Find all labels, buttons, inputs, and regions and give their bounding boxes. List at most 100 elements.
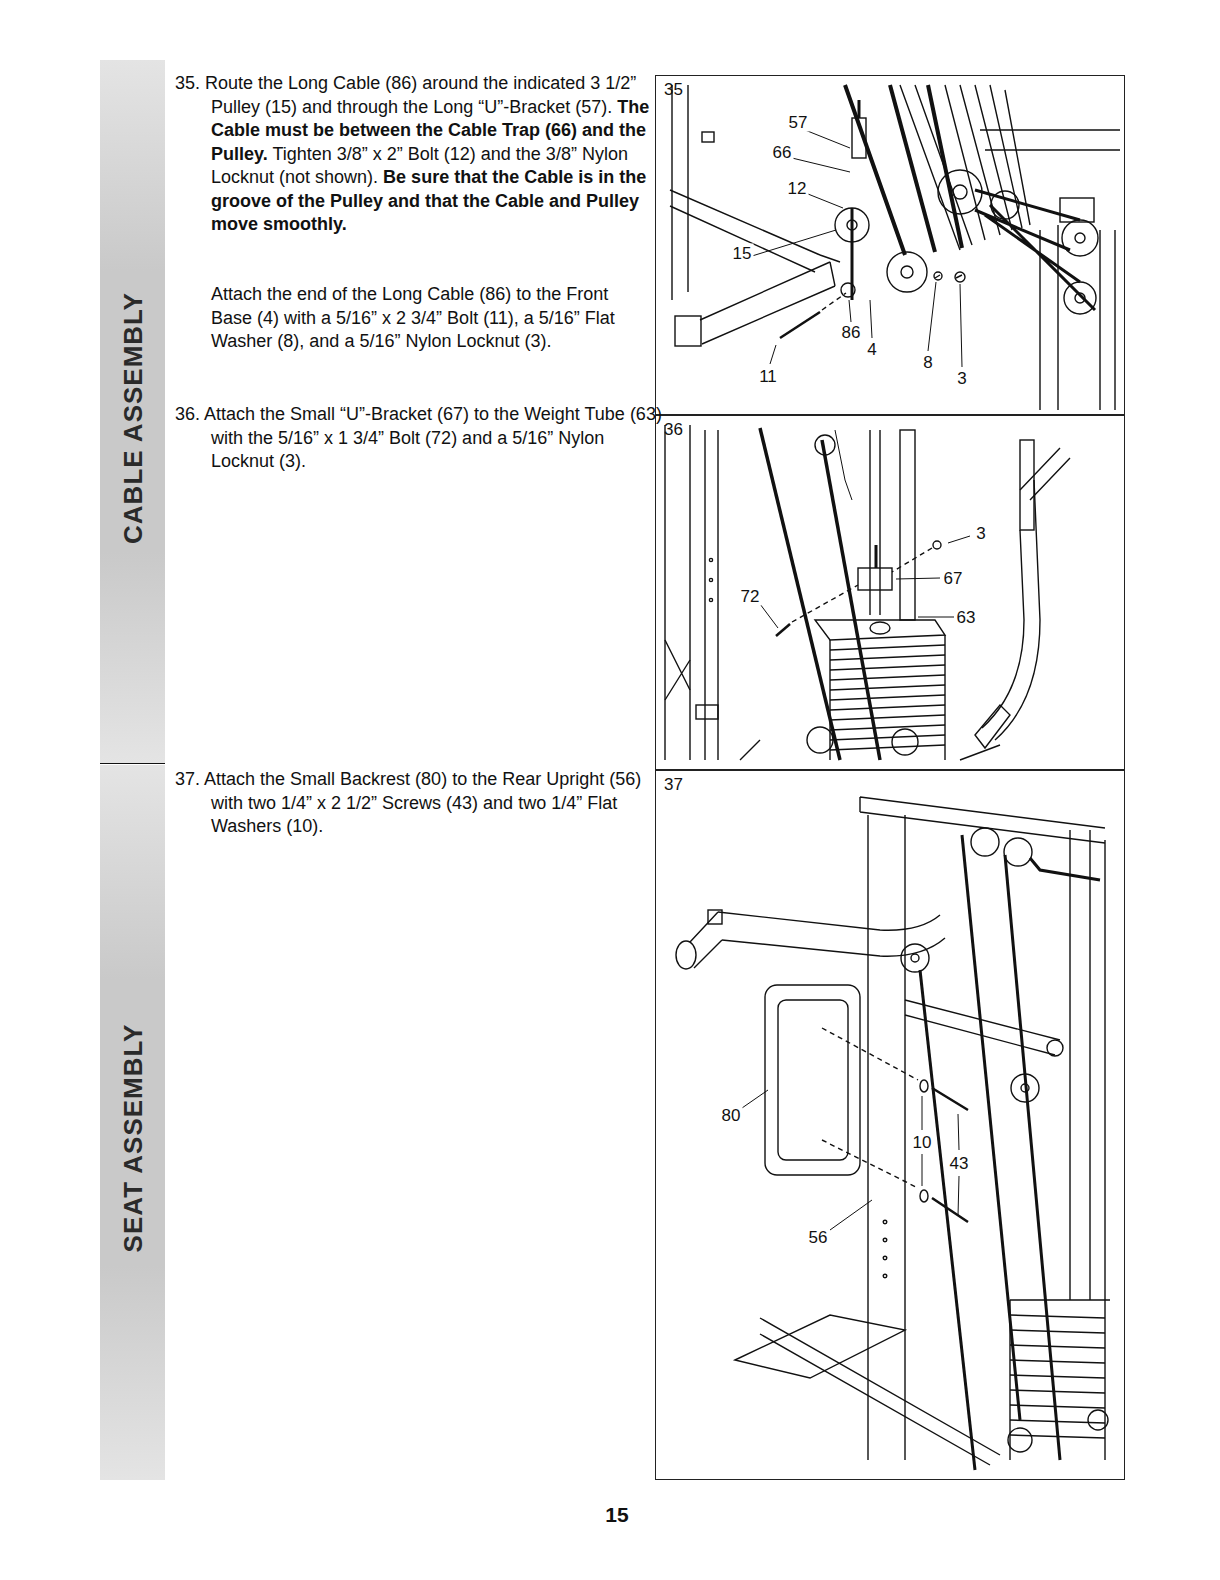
drawing-stroke [815,435,835,455]
drawing-stroke [709,558,712,561]
callout-number: 4 [865,340,878,359]
step-text: 35. Route the Long Cable (86) around the… [175,73,636,117]
drawing-stroke [934,272,942,280]
callout-number: 15 [731,244,754,263]
drawing-stroke [835,430,852,500]
drawing-stroke [1005,855,1060,1460]
drawing-stroke [670,190,820,272]
drawing-stroke [911,954,919,962]
callout-number: 86 [840,323,863,342]
callout-number: 10 [911,1133,934,1152]
drawing-stroke [858,100,861,118]
step-text: Attach the end of the Long Cable (86) to… [211,284,615,351]
drawing-stroke [820,255,840,286]
figure-panel: 36 [655,415,1125,770]
drawing-stroke [892,729,918,755]
instruction-text: 37. Attach the Small Backrest (80) to th… [175,768,663,839]
callout-number: 3 [955,369,968,388]
section-tab: SEAT ASSEMBLY [100,765,165,1480]
callout-number: 3 [974,524,987,543]
drawing-stroke [883,1238,887,1242]
drawing-stroke [982,480,1040,740]
section-title: SEAT ASSEMBLY [117,1024,148,1253]
callout-number: 56 [807,1228,830,1247]
callout-number: 80 [720,1106,743,1125]
callout-number: 67 [942,569,965,588]
drawing-stroke [870,622,890,634]
step-number: 36 [664,420,683,440]
drawing-stroke [975,190,1095,310]
drawing-stroke [696,705,718,719]
drawing-stroke [935,275,962,278]
drawing-stroke [1070,830,1105,1460]
drawing-stroke [709,598,712,601]
drawing-stroke [765,985,860,1175]
drawing-stroke [700,262,835,344]
drawing-stroke [980,130,1120,150]
instruction-text: 35. Route the Long Cable (86) around the… [175,72,663,237]
callout-number: 11 [757,367,779,386]
drawing-stroke [883,1256,887,1260]
drawing-stroke [690,912,722,968]
drawing-stroke [815,620,945,640]
figure-panel: 35 [655,75,1125,415]
drawing-stroke [752,130,962,367]
drawing-stroke [870,430,880,615]
panel-35-drawing [670,85,1120,410]
drawing-stroke [883,1274,887,1278]
drawing-stroke [708,910,722,924]
step-text: 37. Attach the Small Backrest (80) to th… [175,769,641,836]
drawing-stroke [858,568,892,590]
drawing-stroke [920,1080,928,1092]
panel-37-drawing [676,797,1110,1470]
drawing-stroke [920,1190,928,1202]
drawing-stroke [718,912,945,956]
drawing-stroke [1075,233,1085,243]
drawing-stroke [830,645,945,750]
callout-number: 63 [955,608,978,627]
drawing-stroke [1040,225,1115,410]
drawing-stroke [971,828,999,856]
drawing-stroke [1020,440,1034,530]
step-number: 35 [664,80,683,100]
drawing-stroke [920,970,975,1470]
instruction-text: 36. Attach the Small “U”-Bracket (67) to… [175,403,663,474]
drawing-stroke [676,941,696,969]
drawing-stroke [887,252,927,292]
drawing-stroke [901,944,929,972]
drawing-stroke [892,548,932,572]
callout-number: 8 [921,353,934,372]
drawing-stroke [792,585,858,622]
drawing-stroke [905,1000,1060,1055]
drawing-stroke [860,797,1105,843]
drawing-stroke [1020,448,1070,500]
drawing-stroke [975,705,1010,748]
page-number: 15 [605,1503,628,1527]
drawing-stroke [822,1028,918,1188]
drawing-stroke [890,85,935,252]
section-title: CABLE ASSEMBLY [117,292,148,544]
drawing-stroke [740,740,1000,760]
callout-number: 43 [948,1154,971,1173]
drawing-stroke [702,132,714,142]
drawing-stroke [1010,1300,1110,1460]
drawing-stroke [1062,220,1098,256]
drawing-stroke [841,283,855,297]
drawing-stroke [675,316,701,346]
figure-panel: 37 [655,770,1125,1480]
drawing-stroke [928,85,962,248]
drawing-stroke [760,536,970,628]
drawing-stroke [760,1318,1000,1465]
drawing-stroke [1060,198,1094,222]
drawing-stroke [883,1220,887,1224]
drawing-stroke [1047,1040,1063,1056]
drawing-stroke [900,430,915,620]
callout-number: 66 [771,143,794,162]
drawing-stroke [1004,838,1032,866]
drawing-stroke [807,727,833,753]
drawing-stroke [953,185,967,199]
step-number: 37 [664,775,683,795]
drawing-stroke [1064,282,1096,314]
